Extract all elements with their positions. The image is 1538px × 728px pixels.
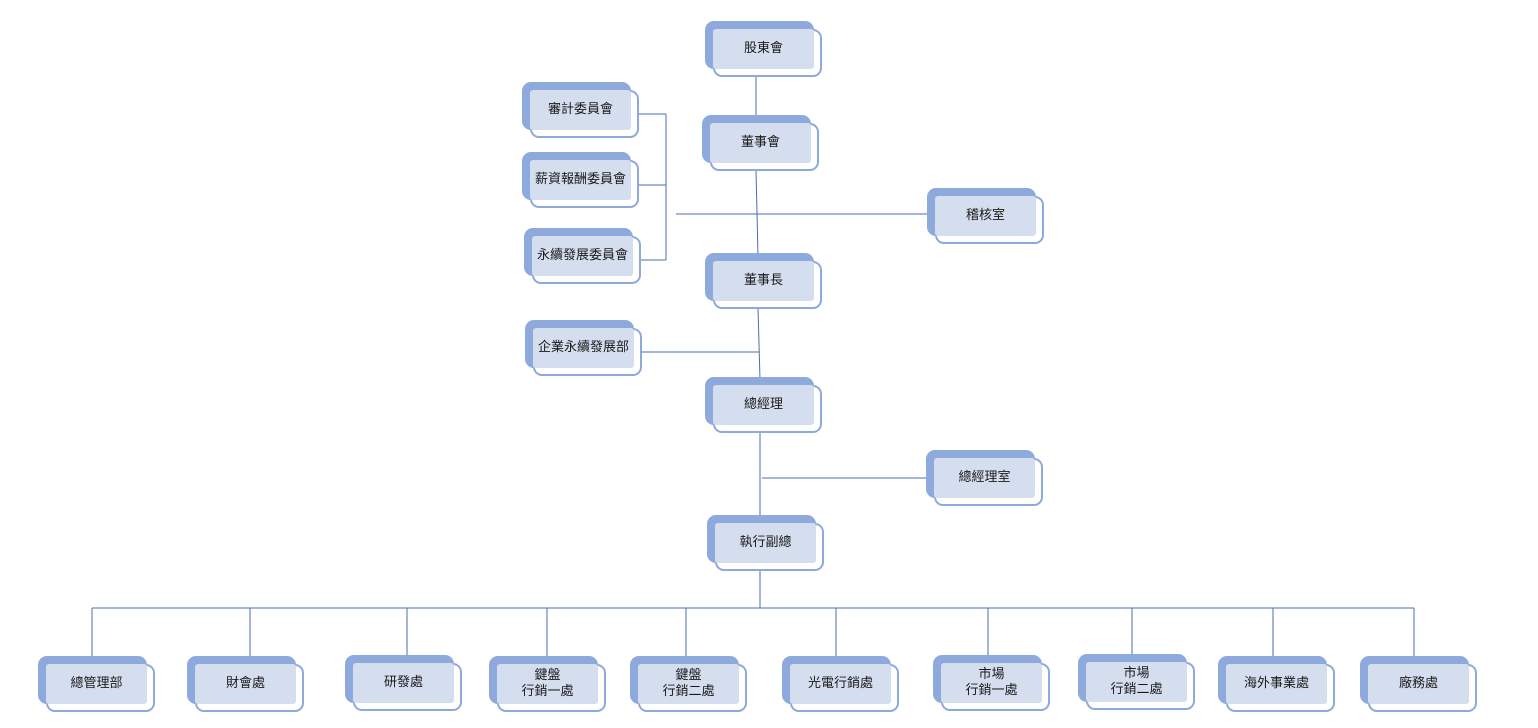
node-label: 董事會 <box>740 135 780 150</box>
department-node: 市場 行銷二處 <box>1078 654 1195 710</box>
node-shareholders: 股東會 <box>705 21 822 77</box>
department-label: 海外事業處 <box>1243 676 1309 691</box>
node-compensation-committee: 薪資報酬委員會 <box>522 152 639 208</box>
department-label: 鍵盤 行銷一處 <box>521 668 574 699</box>
department-node: 廠務處 <box>1360 656 1477 712</box>
node-president: 總經理 <box>705 377 822 433</box>
department-label: 市場 行銷二處 <box>1110 666 1163 697</box>
department-node: 鍵盤 行銷二處 <box>630 656 747 712</box>
department-node: 總管理部 <box>38 656 155 712</box>
node-label: 執行副總 <box>739 535 792 550</box>
node-label: 總經理室 <box>958 470 1011 485</box>
department-node: 鍵盤 行銷一處 <box>489 656 606 712</box>
department-label: 研發處 <box>383 675 423 690</box>
node-internal-audit: 稽核室 <box>927 188 1044 244</box>
node-label: 總經理 <box>743 397 783 412</box>
node-label: 企業永續發展部 <box>537 340 629 355</box>
department-label: 鍵盤 行銷二處 <box>662 668 715 699</box>
node-label: 董事長 <box>743 273 783 288</box>
node-label: 股東會 <box>743 41 783 56</box>
department-node: 海外事業處 <box>1218 656 1335 712</box>
node-audit-committee: 審計委員會 <box>522 82 639 138</box>
node-label: 審計委員會 <box>547 102 613 117</box>
department-label: 財會處 <box>225 676 265 691</box>
node-label: 稽核室 <box>965 208 1005 223</box>
department-node: 市場 行銷一處 <box>933 655 1050 711</box>
node-chairman: 董事長 <box>705 253 822 309</box>
department-label: 光電行銷處 <box>807 676 873 691</box>
node-executive-vp: 執行副總 <box>707 515 824 571</box>
node-sustainability-committee: 永續發展委員會 <box>524 228 641 284</box>
department-label: 總管理部 <box>70 676 123 691</box>
node-board: 董事會 <box>702 115 819 171</box>
node-corporate-sustainability: 企業永續發展部 <box>525 320 642 376</box>
department-node: 財會處 <box>187 656 304 712</box>
department-node: 研發處 <box>345 655 462 711</box>
node-label: 薪資報酬委員會 <box>534 172 626 187</box>
department-label: 市場 行銷一處 <box>965 667 1018 698</box>
connector-board-chairman <box>755 169 759 257</box>
department-node: 光電行銷處 <box>782 656 899 712</box>
node-label: 永續發展委員會 <box>536 248 628 263</box>
department-label: 廠務處 <box>1398 676 1438 691</box>
connector-chairman-president <box>757 307 761 381</box>
node-president-office: 總經理室 <box>926 450 1043 506</box>
